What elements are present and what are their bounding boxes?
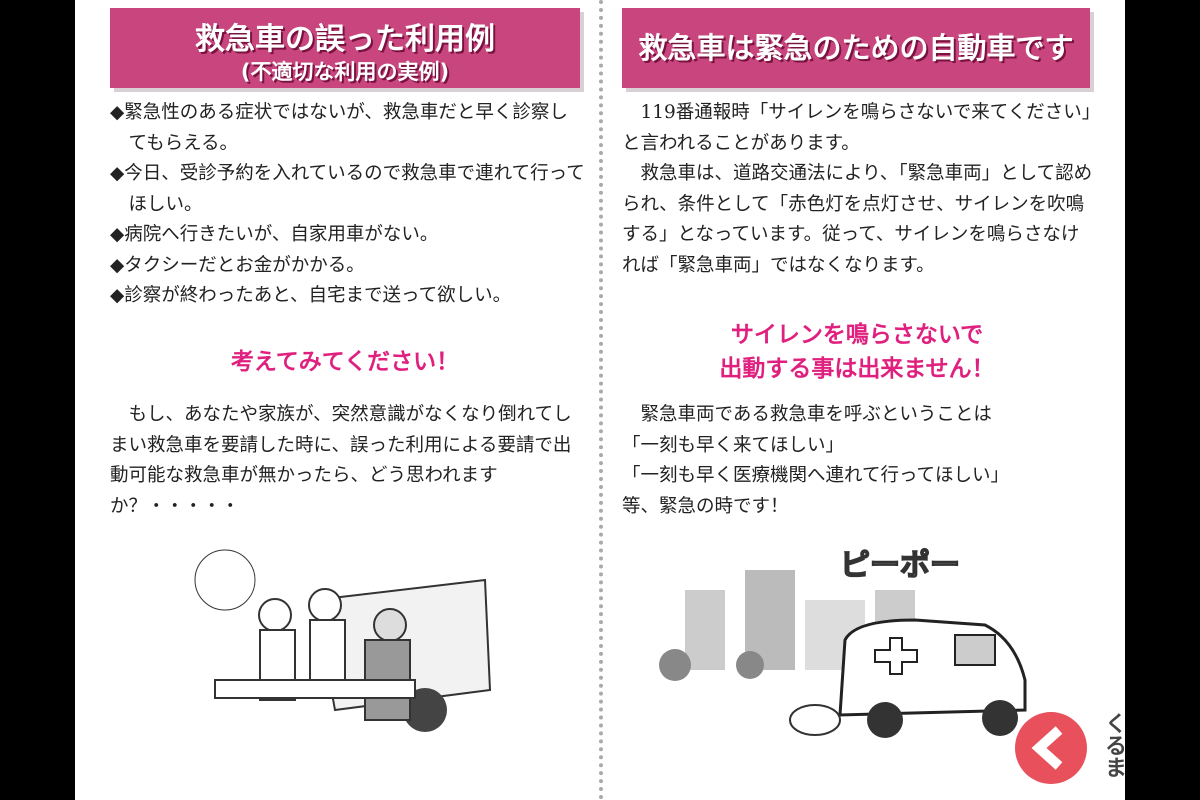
- right-callout: サイレンを鳴らさないで 出動する事は出来ません！: [622, 318, 1092, 386]
- paragraph: 救急車は、道路交通法により、「緊急車両」として認められ、条件として「赤色灯を点灯…: [622, 163, 1093, 276]
- list-item: ◆タクシーだとお金がかかる。: [110, 254, 365, 276]
- ambulance-illustration: [659, 570, 1027, 738]
- left-paragraph: もし、あなたや家族が、突然意識がなくなり倒れてしまい救急車を要請した時に、誤った…: [110, 404, 572, 517]
- left-callout: 考えてみてください！: [230, 349, 460, 375]
- list-item: ◆緊急性のある症状ではないが、救急車だと早く診察してもらえる。: [110, 102, 568, 154]
- list-item: ◆診察が終わったあと、自宅まで送って欲しい。: [110, 285, 512, 306]
- callout-line: サイレンを鳴らさないで: [730, 322, 984, 348]
- misuse-illustration: [194, 549, 492, 732]
- dotted-divider: [599, 0, 603, 800]
- callout-line: 出動する事は出来ません！: [719, 356, 995, 382]
- right-header: 救急車は緊急のための自動車です: [622, 8, 1090, 88]
- siren-sound-text: ピーポー: [839, 547, 961, 584]
- right-title: 救急車は緊急のための自動車です: [638, 31, 1074, 65]
- list-item: ◆今日、受診予約を入れているので救急車で連れて行ってほしい。: [110, 163, 585, 215]
- logo: [1015, 712, 1087, 784]
- paragraph: 等、緊急の時です！: [622, 495, 789, 517]
- left-title: 救急車の誤った利用例: [195, 22, 495, 57]
- quote: 「一刻も早く医療機関へ連れて行ってほしい」: [622, 465, 1010, 486]
- quote: 「一刻も早く来てほしい」: [622, 434, 845, 456]
- right-closing: 緊急車両である救急車を呼ぶということは 「一刻も早く来てほしい」 「一刻も早く医…: [622, 400, 1097, 522]
- right-body: 119番通報時「サイレンを鳴らさないで来てください」と言われることがあります。 …: [622, 98, 1097, 281]
- paragraph: 緊急車両である救急車を呼ぶということは: [640, 404, 992, 425]
- document-page: 救急車の誤った利用例 (不適切な利用の実例) ◆緊急性のある症状ではないが、救急…: [75, 0, 1126, 800]
- left-header: 救急車の誤った利用例 (不適切な利用の実例): [110, 8, 580, 88]
- misuse-list: ◆緊急性のある症状ではないが、救急車だと早く診察してもらえる。 ◆今日、受診予約…: [110, 98, 585, 312]
- left-subtitle: (不適切な利用の実例): [240, 60, 450, 84]
- logo-text: くるま: [1101, 712, 1126, 778]
- paragraph: 119番通報時「サイレンを鳴らさないで来てください」と言われることがあります。: [622, 102, 1091, 154]
- chevron-left-icon: [1031, 726, 1063, 770]
- list-item: ◆病院へ行きたいが、自家用車がない。: [110, 224, 439, 245]
